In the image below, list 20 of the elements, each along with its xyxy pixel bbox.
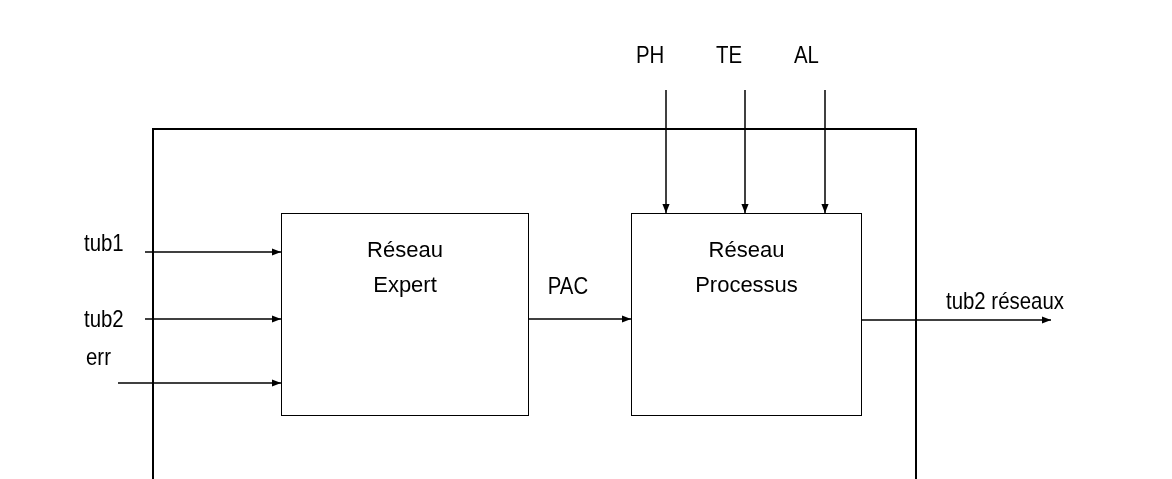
- signal-label: err: [86, 342, 111, 372]
- block-label: Réseau Expert: [367, 236, 443, 299]
- signal-label: AL: [794, 40, 819, 70]
- arrow: [528, 315, 632, 323]
- process-box: [281, 213, 529, 416]
- arrow: [861, 316, 1052, 324]
- arrow: [662, 89, 670, 214]
- signal-label: TE: [716, 40, 743, 70]
- arrow: [117, 379, 282, 387]
- block-label: Réseau Processus: [695, 236, 798, 299]
- signal-label: PH: [636, 40, 665, 70]
- arrow: [144, 248, 282, 256]
- arrow: [144, 315, 282, 323]
- arrow: [821, 89, 829, 214]
- frame-box: [152, 128, 917, 479]
- signal-label: tub2 réseaux: [946, 286, 1064, 316]
- signal-label: tub2: [84, 304, 124, 334]
- signal-label: tub1: [84, 228, 124, 258]
- arrow: [741, 89, 749, 214]
- process-box: [631, 213, 862, 416]
